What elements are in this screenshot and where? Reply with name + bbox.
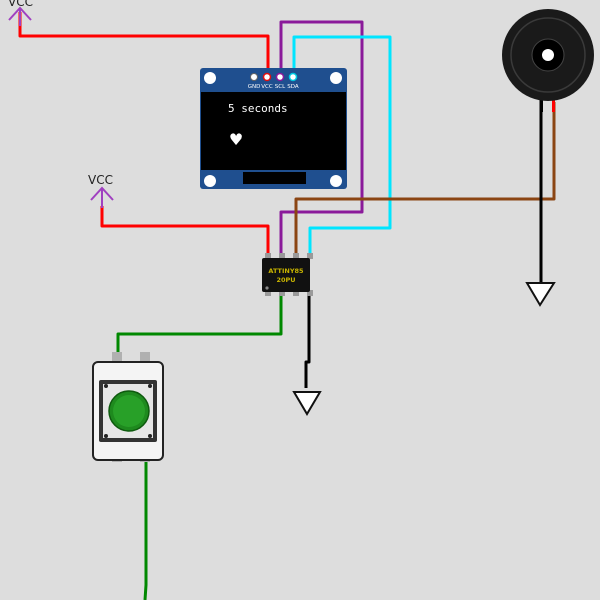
buzzer-lead-red [552,92,555,112]
oled-display[interactable]: GND VCC SCL SDA 5 seconds ♥ [200,68,347,189]
chip-label-line2: 20PU [276,276,295,284]
chip-body [262,258,310,292]
oled-pin-scl[interactable] [275,72,285,82]
wire-button[interactable] [116,294,283,362]
ground-triangle-icon [525,282,556,307]
wire-vcc-top[interactable] [18,12,270,74]
attiny85-chip[interactable]: ATTINY85 20PU [262,253,313,296]
button-corner-dot [148,384,152,388]
vcc-label-middle: VCC [88,173,113,187]
chip-leg [307,253,313,259]
oled-pin-gnd[interactable] [250,73,258,81]
button-corner-dot [104,434,108,438]
vcc-arrow-icon [8,6,32,26]
wire-button-down[interactable] [143,460,148,600]
oled-pin-vcc[interactable] [262,72,272,82]
oled-mount-hole [330,72,342,84]
oled-pin-label-gnd: GND [248,84,261,90]
buzzer-lead-black [540,92,543,112]
ground-triangle-icon [292,391,322,416]
oled-pin-sda[interactable] [288,72,298,82]
chip-pin1-dot [265,286,269,290]
chip-leg [279,290,285,296]
vcc-label-top: VCC [8,0,33,9]
buzzer-hole [542,49,554,61]
wire-vcc-chip[interactable] [100,206,270,254]
wire-chip-ground[interactable] [304,294,311,388]
button-leg [140,352,150,366]
oled-pin-label-vcc: VCC [261,84,273,90]
button-cap-highlight [113,395,145,427]
oled-mount-hole [204,72,216,84]
wire-buzzer[interactable] [294,102,556,254]
vcc-symbol-middle: VCC [88,173,114,208]
vcc-symbol-top: VCC [8,0,33,26]
chip-leg [307,290,313,296]
button-leg [112,352,122,366]
oled-mount-hole [204,175,216,187]
vcc-arrow-icon [90,186,114,208]
button-corner-dot [104,384,108,388]
chip-leg [279,253,285,259]
wires [18,12,556,600]
chip-label-line1: ATTINY85 [268,267,304,275]
chip-leg [265,253,271,259]
oled-ribbon [243,172,306,184]
buzzer-icon[interactable] [502,9,594,112]
pushbutton-icon[interactable] [92,352,164,462]
chip-leg [293,253,299,259]
chip-leg [293,290,299,296]
button-corner-dot [148,434,152,438]
oled-pin-label-scl: SCL [275,84,286,90]
buzzer-ring [510,17,586,93]
oled-pin-label-sda: SDA [287,84,299,90]
chip-leg [265,290,271,296]
oled-text-line1: 5 seconds [228,102,288,115]
heart-icon: ♥ [229,130,243,149]
oled-mount-hole [330,175,342,187]
wire-scl[interactable] [279,20,364,254]
wire-sda[interactable] [292,35,392,254]
oled-screen [201,92,346,170]
